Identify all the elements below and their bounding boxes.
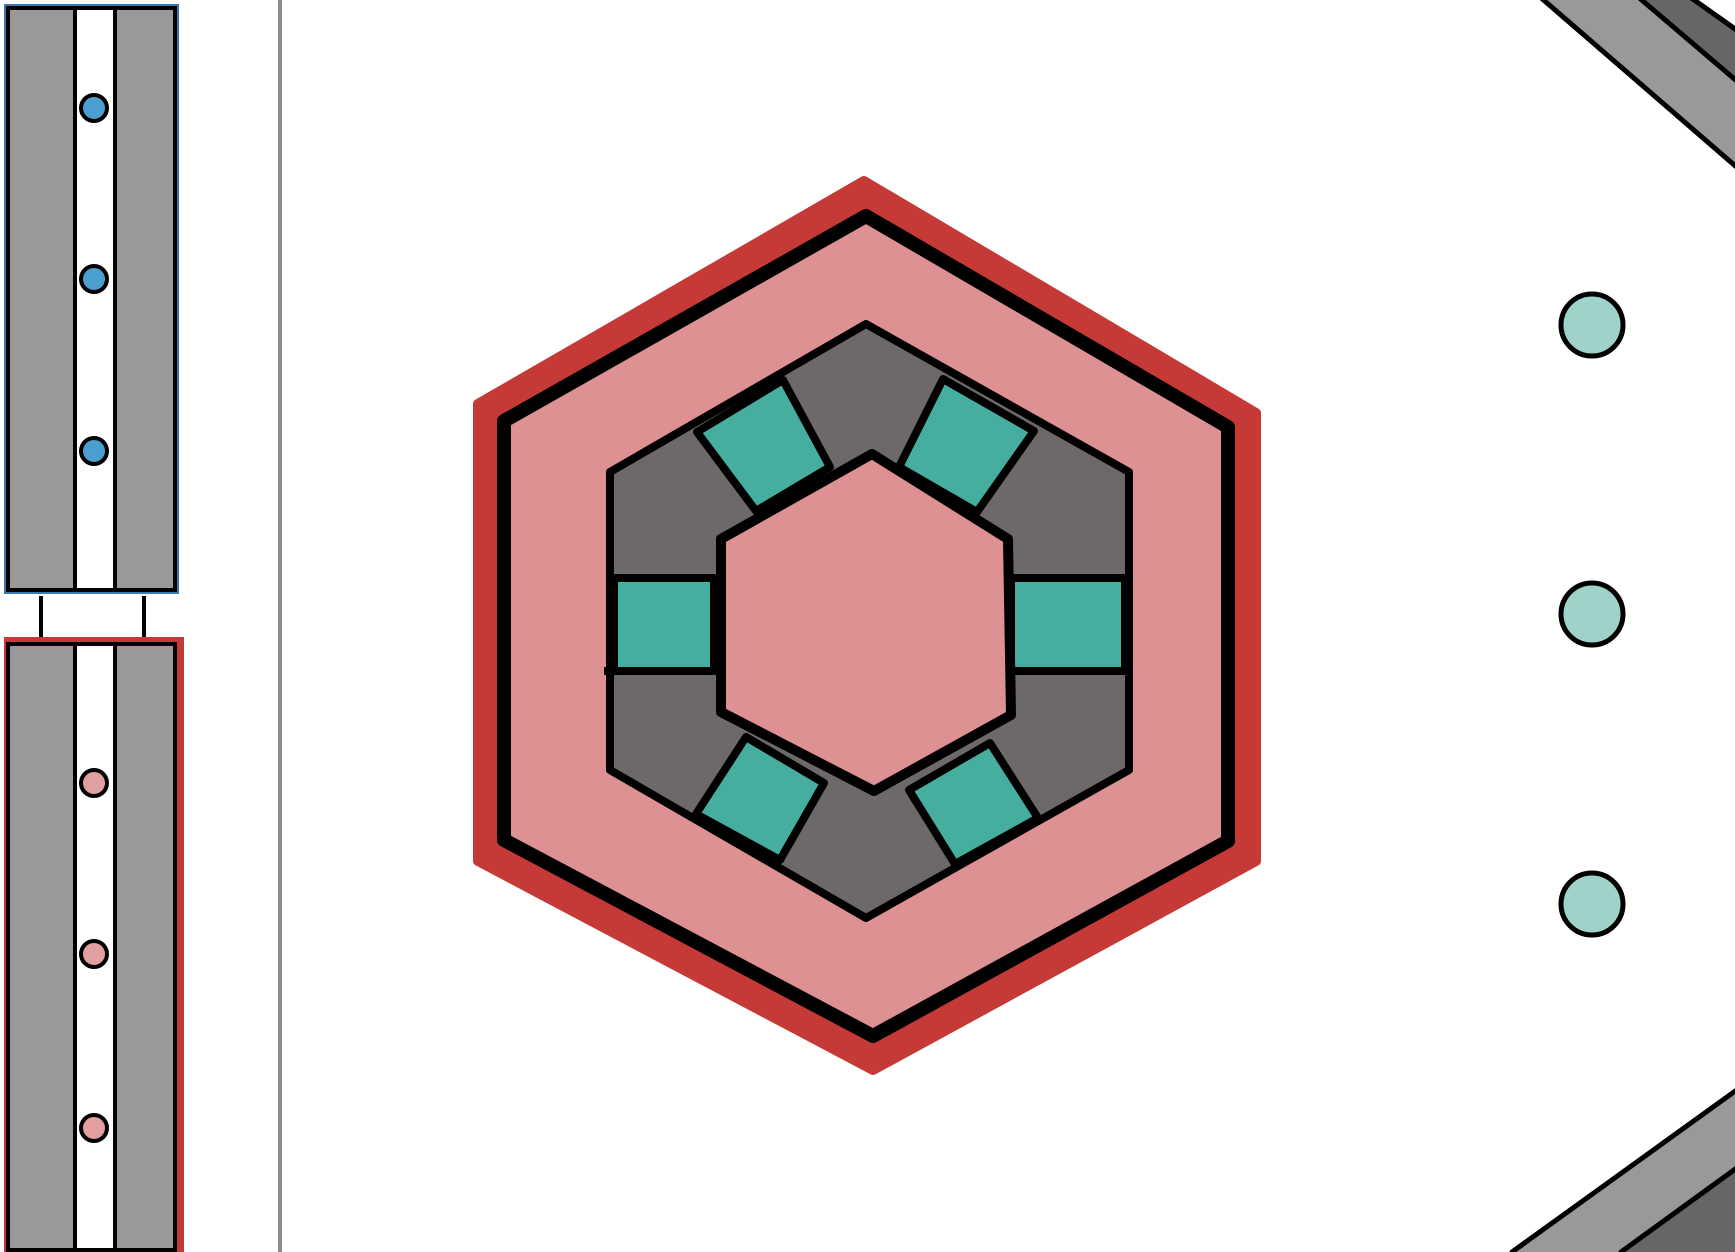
- teal-block: [905, 739, 1042, 868]
- corner-bar-dark: [1618, 1166, 1735, 1252]
- corner-bar-bottom-right: [1509, 1088, 1735, 1252]
- top-column-dot: [79, 264, 109, 294]
- top-column-dot: [79, 436, 109, 466]
- bottom-column-dot: [79, 1113, 109, 1143]
- hexagon-assembly: [473, 176, 1261, 1075]
- top-column-dot: [79, 93, 109, 123]
- bottom-column-right-rail: [113, 642, 177, 1252]
- bottom-column: [4, 637, 184, 1252]
- teal-block: [895, 375, 1038, 516]
- top-column-right-rail: [113, 6, 177, 592]
- teal-block: [692, 733, 828, 864]
- bottom-column-left-rail: [6, 642, 77, 1252]
- teal-block: [610, 574, 718, 675]
- bottom-column-dot: [79, 768, 109, 798]
- corner-bar-top-right: [1539, 0, 1735, 169]
- side-dot: [1558, 580, 1626, 648]
- side-dot: [1558, 870, 1626, 938]
- hex-inner-core: [716, 449, 1016, 796]
- side-dots: [1558, 291, 1626, 938]
- top-column: [4, 4, 179, 594]
- top-column-left-rail: [6, 6, 77, 592]
- bottom-column-dot: [79, 939, 109, 969]
- teal-block: [1007, 574, 1129, 675]
- teal-block: [693, 376, 834, 515]
- side-dot: [1558, 291, 1626, 359]
- corner-bar-dark: [1637, 0, 1735, 83]
